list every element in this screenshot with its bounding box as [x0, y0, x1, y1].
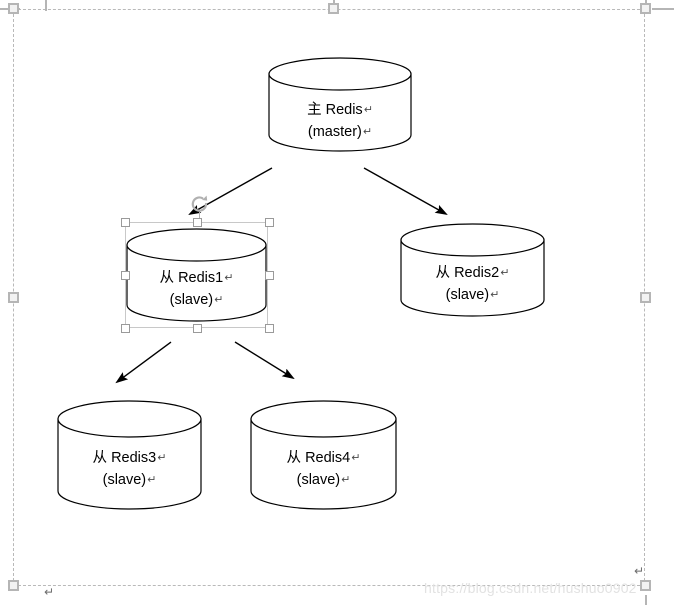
selection-handle-w[interactable] [121, 271, 130, 280]
connector-slave1-to-slave3 [115, 341, 172, 384]
watermark-text: https://blog.csdn.net/hushuo0902 [424, 580, 637, 596]
selection-handle-nw[interactable] [121, 218, 130, 227]
node-master[interactable]: 主 Redis↵ (master)↵ [268, 57, 412, 152]
selection-handle-se[interactable] [265, 324, 274, 333]
node-slave4[interactable]: 从 Redis4↵ (slave)↵ [250, 400, 397, 510]
paragraph-mark-bottom-left: ↵ [44, 585, 55, 599]
selection-handle-e[interactable] [265, 271, 274, 280]
node-slave3[interactable]: 从 Redis3↵ (slave)↵ [57, 400, 202, 510]
selection-handle-s[interactable] [193, 324, 202, 333]
selection-handle-n[interactable] [193, 218, 202, 227]
frame-tick-top-left-v [45, 0, 47, 11]
frame-handle-sw[interactable] [8, 580, 19, 591]
shape-selection-box[interactable] [121, 218, 274, 333]
frame-handle-w[interactable] [8, 292, 19, 303]
connector-master-to-slave2 [363, 167, 448, 216]
rotate-icon[interactable] [189, 193, 211, 215]
node-slave2[interactable]: 从 Redis2↵ (slave)↵ [400, 223, 545, 317]
frame-tick-bottom-right-v [645, 595, 647, 605]
connector-slave1-to-slave4 [234, 341, 295, 380]
frame-handle-e[interactable] [640, 292, 651, 303]
frame-handle-n[interactable] [328, 3, 339, 14]
frame-handle-ne[interactable] [640, 3, 651, 14]
frame-tick-top-right [652, 8, 674, 10]
frame-handle-nw[interactable] [8, 3, 19, 14]
selection-handle-sw[interactable] [121, 324, 130, 333]
frame-handle-se[interactable] [640, 580, 651, 591]
paragraph-mark-bottom-right: ↵ [634, 564, 645, 578]
selection-handle-ne[interactable] [265, 218, 274, 227]
